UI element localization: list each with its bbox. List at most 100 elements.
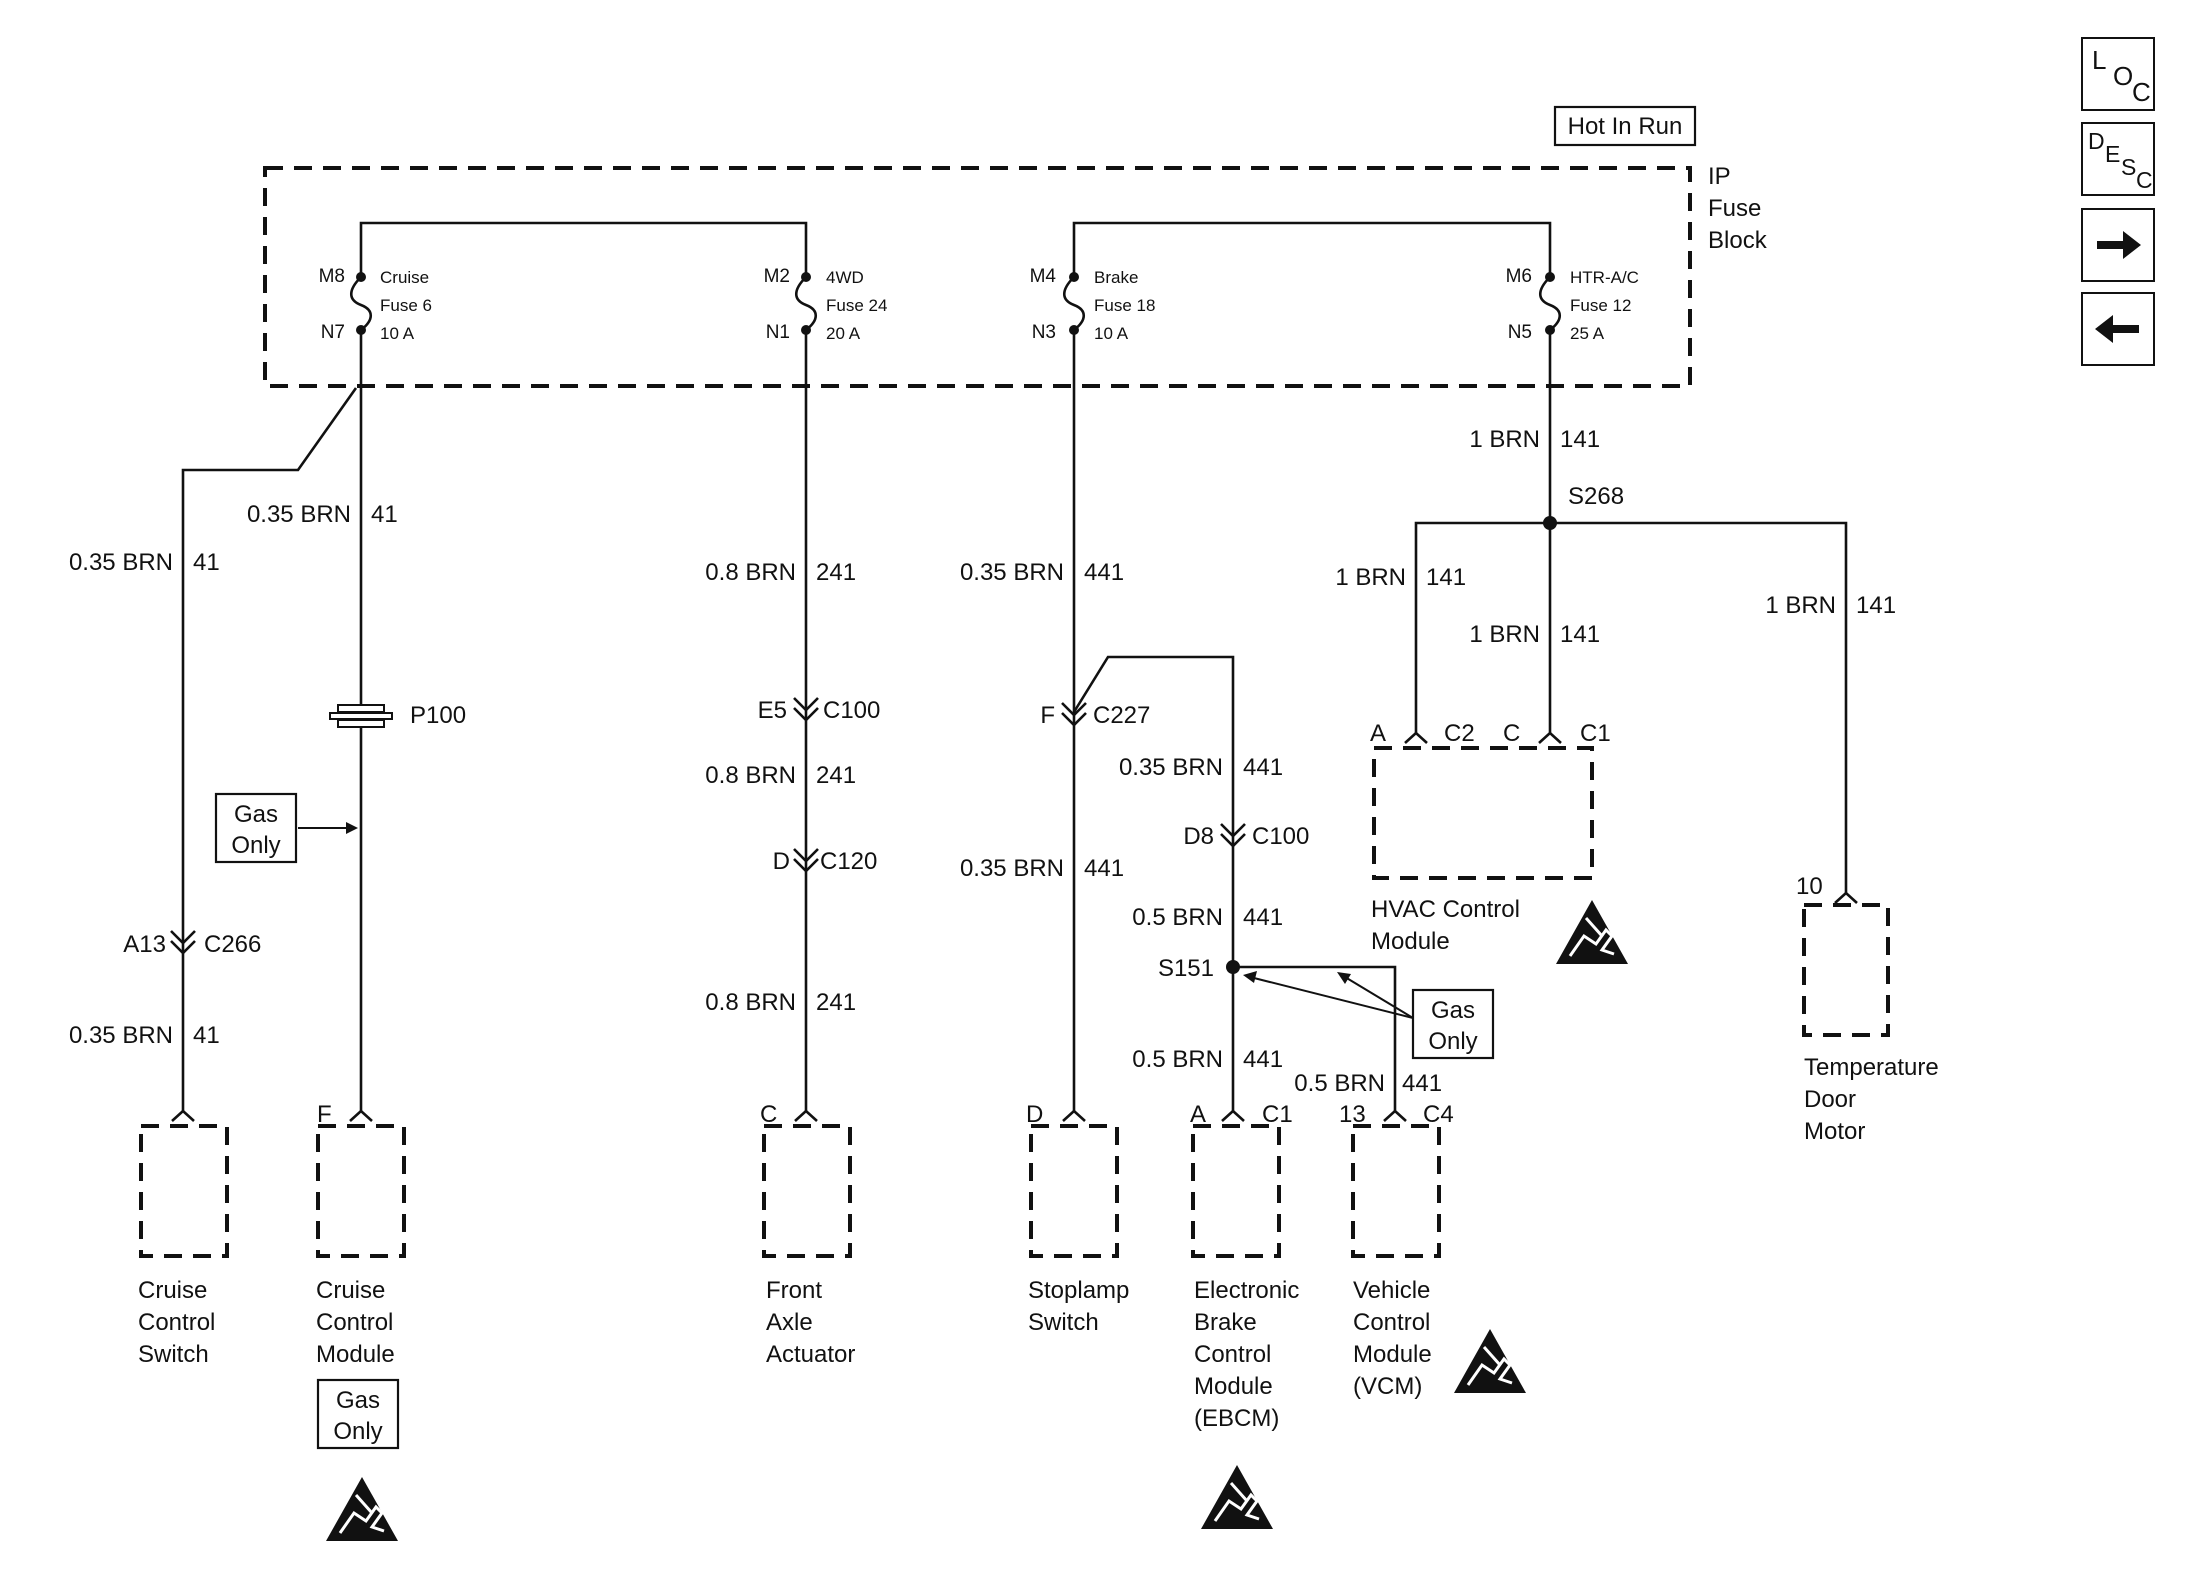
gas-only-2-line-2: Only xyxy=(1428,1028,1477,1055)
ebcm-connector: C1 xyxy=(1262,1101,1293,1128)
c100-e5-label: C100 xyxy=(823,697,880,724)
cruise-control-switch-box xyxy=(139,1124,229,1258)
hvac-name-2: Module xyxy=(1371,928,1450,955)
stoplamp-name-2: Switch xyxy=(1028,1309,1099,1336)
cruise-module-name-2: Control xyxy=(316,1309,393,1336)
temp-door-pin: 10 xyxy=(1796,873,1823,900)
w441-f-circuit: 441 xyxy=(1402,1070,1442,1097)
cruise-switch-name-2: Control xyxy=(138,1309,215,1336)
gas-only-2-line-1: Gas xyxy=(1431,997,1475,1024)
front-axle-name-3: Actuator xyxy=(766,1341,855,1368)
s268-splice xyxy=(1543,516,1557,530)
front-axle-name-1: Front xyxy=(766,1277,822,1304)
ebcm-name-3: Control xyxy=(1194,1341,1271,1368)
c266-label: C266 xyxy=(204,931,261,958)
next-button[interactable] xyxy=(2081,208,2155,282)
fuse-cruise-top-pin: M8 xyxy=(319,266,345,287)
c120-pin: D xyxy=(773,848,790,875)
fuse-4wd: M2 N1 4WD Fuse 24 20 A xyxy=(764,266,888,343)
hvac-name-1: HVAC Control xyxy=(1371,896,1520,923)
c227-label: C227 xyxy=(1093,702,1150,729)
gas-only-3-line-2: Only xyxy=(333,1418,382,1445)
desc-button[interactable]: D E S C xyxy=(2081,122,2155,196)
cruise-control-module-box xyxy=(316,1124,406,1258)
w441-b-circuit: 441 xyxy=(1243,754,1283,781)
desc-letter-s: S xyxy=(2121,154,2137,180)
w241-a-size: 0.8 BRN xyxy=(705,559,796,586)
ip-fuse-block-label-1: IP xyxy=(1708,163,1731,190)
c266-pin: A13 xyxy=(123,931,166,958)
ebcm-name-4: Module xyxy=(1194,1373,1273,1400)
vcm-name-2: Control xyxy=(1353,1309,1430,1336)
w441-f-size: 0.5 BRN xyxy=(1294,1070,1385,1097)
temperature-door-motor-box xyxy=(1802,903,1890,1037)
fuse-htr-ac: M6 N5 HTR-A/C Fuse 12 25 A xyxy=(1506,266,1639,343)
temp-door-name-1: Temperature xyxy=(1804,1054,1939,1081)
fuse-brake-line-1: Brake xyxy=(1094,268,1138,287)
front-axle-name-2: Axle xyxy=(766,1309,813,1336)
stoplamp-pin: D xyxy=(1026,1101,1043,1128)
esd-vcm-icon xyxy=(1452,1327,1528,1395)
c120-label: C120 xyxy=(820,848,877,875)
arrow-right-icon xyxy=(2097,231,2141,259)
ebcm-name-2: Brake xyxy=(1194,1309,1257,1336)
arrow-left-icon xyxy=(2095,315,2139,343)
esd-cruise-module-icon xyxy=(324,1475,400,1543)
wire-441-ebcm xyxy=(1072,655,1235,1111)
loc-button[interactable]: L O C xyxy=(2081,37,2155,111)
fuse-brake-bottom-pin: N3 xyxy=(1032,322,1056,343)
fuse-htr-line-3: 25 A xyxy=(1570,324,1605,343)
gas-only-1-line-2: Only xyxy=(231,832,280,859)
vcm-name-1: Vehicle xyxy=(1353,1277,1430,1304)
ip-fuse-block-label-3: Block xyxy=(1708,227,1768,254)
fuse-4wd-top-pin: M2 xyxy=(764,266,790,287)
w441-d-circuit: 441 xyxy=(1243,904,1283,931)
fuse-cruise: M8 N7 Cruise Fuse 6 10 A xyxy=(319,266,432,343)
gas-only-arrow-2a xyxy=(1249,976,1414,1019)
temp-door-name-2: Door xyxy=(1804,1086,1856,1113)
gas-only-box-3 xyxy=(316,1378,400,1450)
w441-a-size: 0.35 BRN xyxy=(960,559,1064,586)
c227-pin: F xyxy=(1040,702,1055,729)
w141-d-circuit: 141 xyxy=(1856,592,1896,619)
w41-c-size: 0.35 BRN xyxy=(69,1022,173,1049)
vcm-box xyxy=(1351,1124,1441,1258)
w241-b-size: 0.8 BRN xyxy=(705,762,796,789)
back-button[interactable] xyxy=(2081,292,2155,366)
fuse-brake-line-3: 10 A xyxy=(1094,324,1129,343)
desc-letter-e: E xyxy=(2105,141,2121,167)
w441-c-size: 0.35 BRN xyxy=(960,855,1064,882)
hvac-pin-c: C xyxy=(1503,720,1520,747)
wire-441-vcm xyxy=(1233,965,1397,1111)
loc-letter-l: L xyxy=(2092,45,2107,75)
fuse-cruise-bottom-pin: N7 xyxy=(321,322,345,343)
w41-a-size: 0.35 BRN xyxy=(247,501,351,528)
wire-41-switch xyxy=(181,387,358,1111)
gas-only-box-2 xyxy=(1411,988,1495,1060)
fuse-htr-top-pin: M6 xyxy=(1506,266,1532,287)
fuse-htr-line-1: HTR-A/C xyxy=(1570,268,1639,287)
front-axle-pin: C xyxy=(760,1101,777,1128)
c100-d8-pin: D8 xyxy=(1183,823,1214,850)
s151-splice xyxy=(1226,960,1240,974)
bus-bar-left xyxy=(359,221,808,277)
vcm-name-3: Module xyxy=(1353,1341,1432,1368)
loc-letter-o: O xyxy=(2113,61,2134,91)
c100-d8-label: C100 xyxy=(1252,823,1309,850)
s151-label: S151 xyxy=(1158,955,1214,982)
w41-b-size: 0.35 BRN xyxy=(69,549,173,576)
w41-c-circuit: 41 xyxy=(193,1022,220,1049)
bus-bar-right xyxy=(1072,221,1552,277)
w41-a-circuit: 41 xyxy=(371,501,398,528)
esd-ebcm-icon xyxy=(1199,1463,1275,1531)
hvac-conn-c1: C1 xyxy=(1580,720,1611,747)
hvac-pin-a: A xyxy=(1370,720,1386,747)
vcm-pin: 13 xyxy=(1339,1101,1366,1128)
cruise-module-name-1: Cruise xyxy=(316,1277,385,1304)
w241-b-circuit: 241 xyxy=(816,762,856,789)
gas-only-box-1 xyxy=(214,792,298,864)
w441-c-circuit: 441 xyxy=(1084,855,1124,882)
w441-b-size: 0.35 BRN xyxy=(1119,754,1223,781)
desc-letter-d: D xyxy=(2088,128,2105,154)
